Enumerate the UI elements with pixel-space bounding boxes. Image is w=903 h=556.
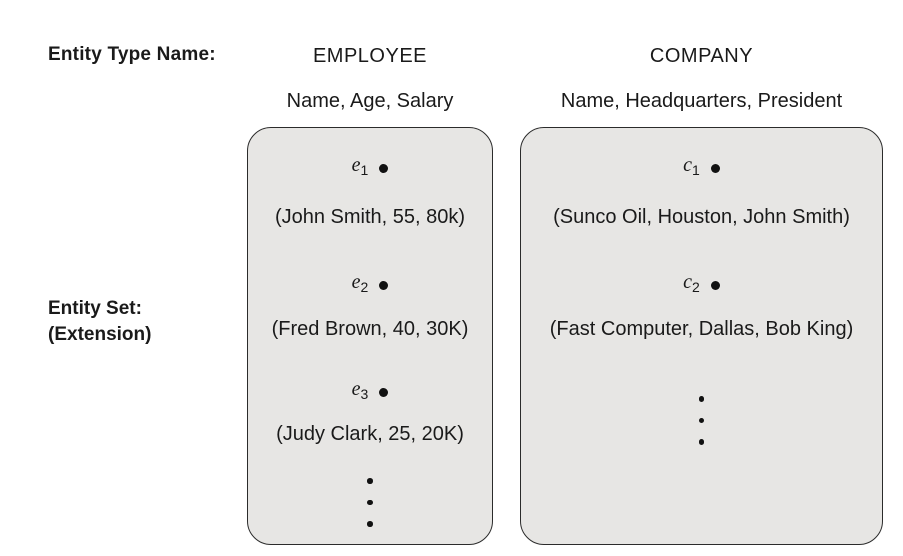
entity-marker-icon [710,281,720,290]
entity-set-label-line1: Entity Set: [48,298,142,319]
entity-id-letter: e [351,154,361,176]
entity-set-box-company: c1 (Sunco Oil, Houston, John Smith) c2 (… [520,127,883,545]
entity-id-e3: e3 [352,378,389,401]
entity-type-title-company: COMPANY [649,45,754,67]
entity-id-subscript: 2 [692,279,700,295]
entity-type-name-label: Entity Type Name: [48,44,216,65]
entity-set-extension-label: Entity Set: (Extension) [48,296,151,348]
entity-id-row: c2 [521,271,882,294]
entity-id-e1: e1 [352,154,389,177]
entity-id-row: e3 [248,378,492,401]
entity-id-letter: e [351,271,361,293]
entity-id-row: c1 [521,154,882,177]
entity-marker-icon [379,164,389,173]
entity-id-c2: c2 [683,271,720,294]
entity-marker-icon [379,281,389,290]
entity-id-e2: e2 [352,271,389,294]
entity-type-title-employee: EMPLOYEE [312,45,428,67]
vertical-ellipsis-icon [521,396,882,445]
entity-id-letter: e [351,378,361,400]
vertical-ellipsis-icon [248,478,492,527]
entity-id-letter: c [683,271,693,293]
entity-tuple: (Judy Clark, 25, 20K) [276,423,464,445]
entity-tuple: (John Smith, 55, 80k) [274,206,466,228]
entity-id-row: e1 [248,154,492,177]
entity-id-subscript: 1 [692,162,700,178]
entity-set-box-employee: e1 (John Smith, 55, 80k) e2 (Fred Brown,… [247,127,493,545]
entity-id-row: e2 [248,271,492,294]
entity-tuple: (Fred Brown, 40, 30K) [271,318,469,340]
entity-id-subscript: 3 [360,386,369,402]
entity-id-c1: c1 [683,154,720,177]
entity-id-subscript: 2 [360,279,369,295]
entity-id-letter: c [683,154,693,176]
entity-id-subscript: 1 [360,162,369,178]
attributes-company: Name, Headquarters, President [560,90,843,112]
entity-set-label-line2: (Extension) [48,324,152,345]
entity-tuple: (Sunco Oil, Houston, John Smith) [553,206,850,228]
entity-tuple: (Fast Computer, Dallas, Bob King) [549,318,854,340]
entity-marker-icon [379,388,389,397]
attributes-employee: Name, Age, Salary [286,90,454,112]
entity-marker-icon [710,164,720,173]
